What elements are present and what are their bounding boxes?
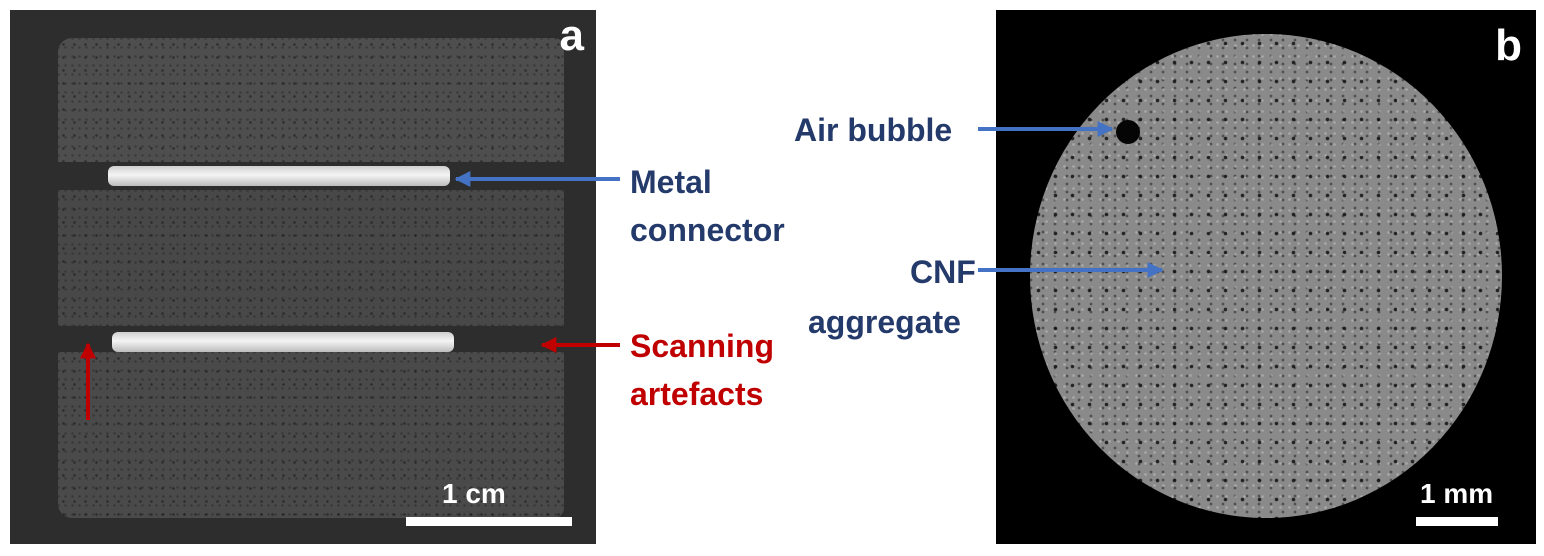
air-bubble-feature (1116, 120, 1140, 144)
metal-connector-top (108, 166, 450, 186)
label-air-bubble: Air bubble (794, 112, 953, 148)
panel-letter-b: b (1495, 21, 1522, 70)
label-metal-connector-line2: connector (630, 212, 785, 248)
panel-a-ct-image: a 1 cm (10, 10, 596, 544)
specimen-top-section (58, 38, 564, 162)
label-cnf-aggregate-line2: aggregate (808, 304, 961, 340)
scale-bar-b (1416, 517, 1498, 526)
label-metal-connector-line1: Metal (630, 164, 712, 200)
label-scanning-artefacts-line1: Scanning (630, 328, 775, 364)
label-scanning-artefacts-line2: artefacts (630, 376, 764, 412)
scale-bar-label-a: 1 cm (442, 478, 506, 509)
specimen-cross-section-disk (1030, 34, 1502, 518)
specimen-bottom-section (58, 352, 564, 518)
scale-bar-label-b: 1 mm (1420, 478, 1494, 509)
specimen-middle-section (58, 190, 564, 326)
label-cnf-aggregate-line1: CNF (910, 254, 976, 290)
metal-connector-bottom (112, 332, 454, 352)
panel-b-ct-cross-section: b 1 mm (996, 10, 1536, 544)
scale-bar-a (406, 517, 572, 526)
panel-letter-a: a (559, 11, 584, 60)
